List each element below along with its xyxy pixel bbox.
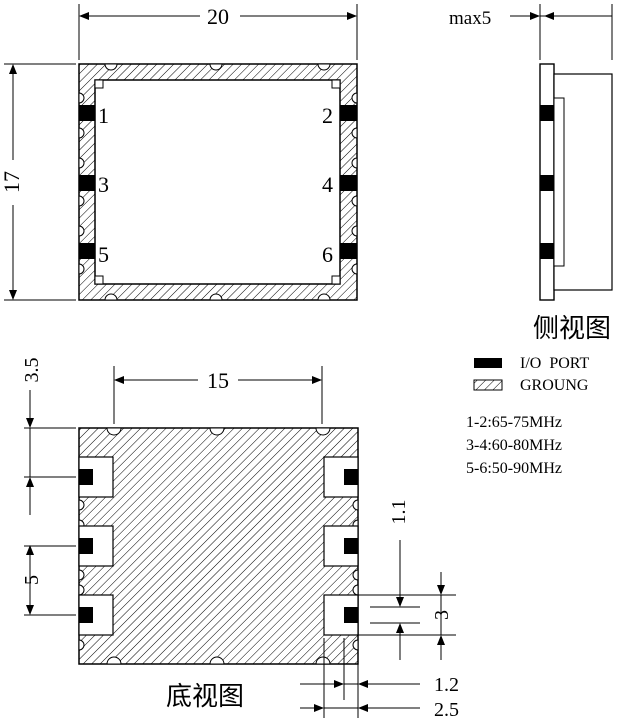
top-view-castellations [78, 63, 358, 301]
bottom-view: 15 3.5 5 1.1 3 [21, 358, 459, 722]
pin-4-label: 4 [322, 172, 333, 197]
dim-height: 17 [0, 63, 76, 301]
top-view-io-pads [79, 105, 357, 259]
spec-3-4: 3-4:60-80MHz [466, 437, 562, 454]
dim-pad-width: 1.2 2.5 [300, 638, 459, 721]
ground-label: GROUNG [520, 377, 589, 394]
bottom-view-pads [78, 456, 359, 636]
spec-1-2: 1-2:65-75MHz [466, 414, 562, 431]
pad-height-label: 3 [431, 610, 453, 620]
pin-2-label: 2 [322, 103, 333, 128]
ground-swatch [473, 379, 503, 391]
dim-pad-span: 15 [113, 366, 323, 424]
dim-pad-detail: 1.1 3 [358, 500, 456, 660]
pad-width-label: 2.5 [434, 699, 459, 721]
dim-left-vertical: 3.5 5 [21, 358, 76, 616]
pin-5-label: 5 [98, 242, 109, 267]
pin-6-label: 6 [322, 242, 333, 267]
width-label: 20 [207, 4, 229, 29]
side-view-title: 侧视图 [533, 314, 611, 344]
top-view-frame [78, 63, 358, 301]
pad-slot-label: 1.1 [388, 500, 410, 525]
spec-5-6: 5-6:50-90MHz [466, 460, 562, 477]
top-view: 1 2 3 4 5 6 20 17 [0, 4, 358, 301]
pin-1-label: 1 [98, 103, 109, 128]
io-port-label: I/O PORT [520, 355, 589, 372]
thickness-label: max5 [449, 8, 491, 29]
bottom-view-body [78, 427, 359, 665]
side-view: max5 侧视图 [449, 4, 613, 344]
height-label: 17 [0, 171, 24, 193]
dim-width: 20 [78, 4, 358, 60]
pitch-label: 5 [21, 575, 43, 585]
bottom-view-title: 底视图 [166, 682, 244, 712]
frequency-specs: 1-2:65-75MHz 3-4:60-80MHz 5-6:50-90MHz [466, 414, 562, 477]
legend: I/O PORT GROUNG [473, 355, 589, 394]
pad-span-label: 15 [207, 368, 229, 393]
slot-width-label: 1.2 [434, 674, 459, 696]
pin-3-label: 3 [98, 172, 109, 197]
io-port-swatch [474, 358, 502, 368]
top-offset-label: 3.5 [21, 358, 43, 383]
